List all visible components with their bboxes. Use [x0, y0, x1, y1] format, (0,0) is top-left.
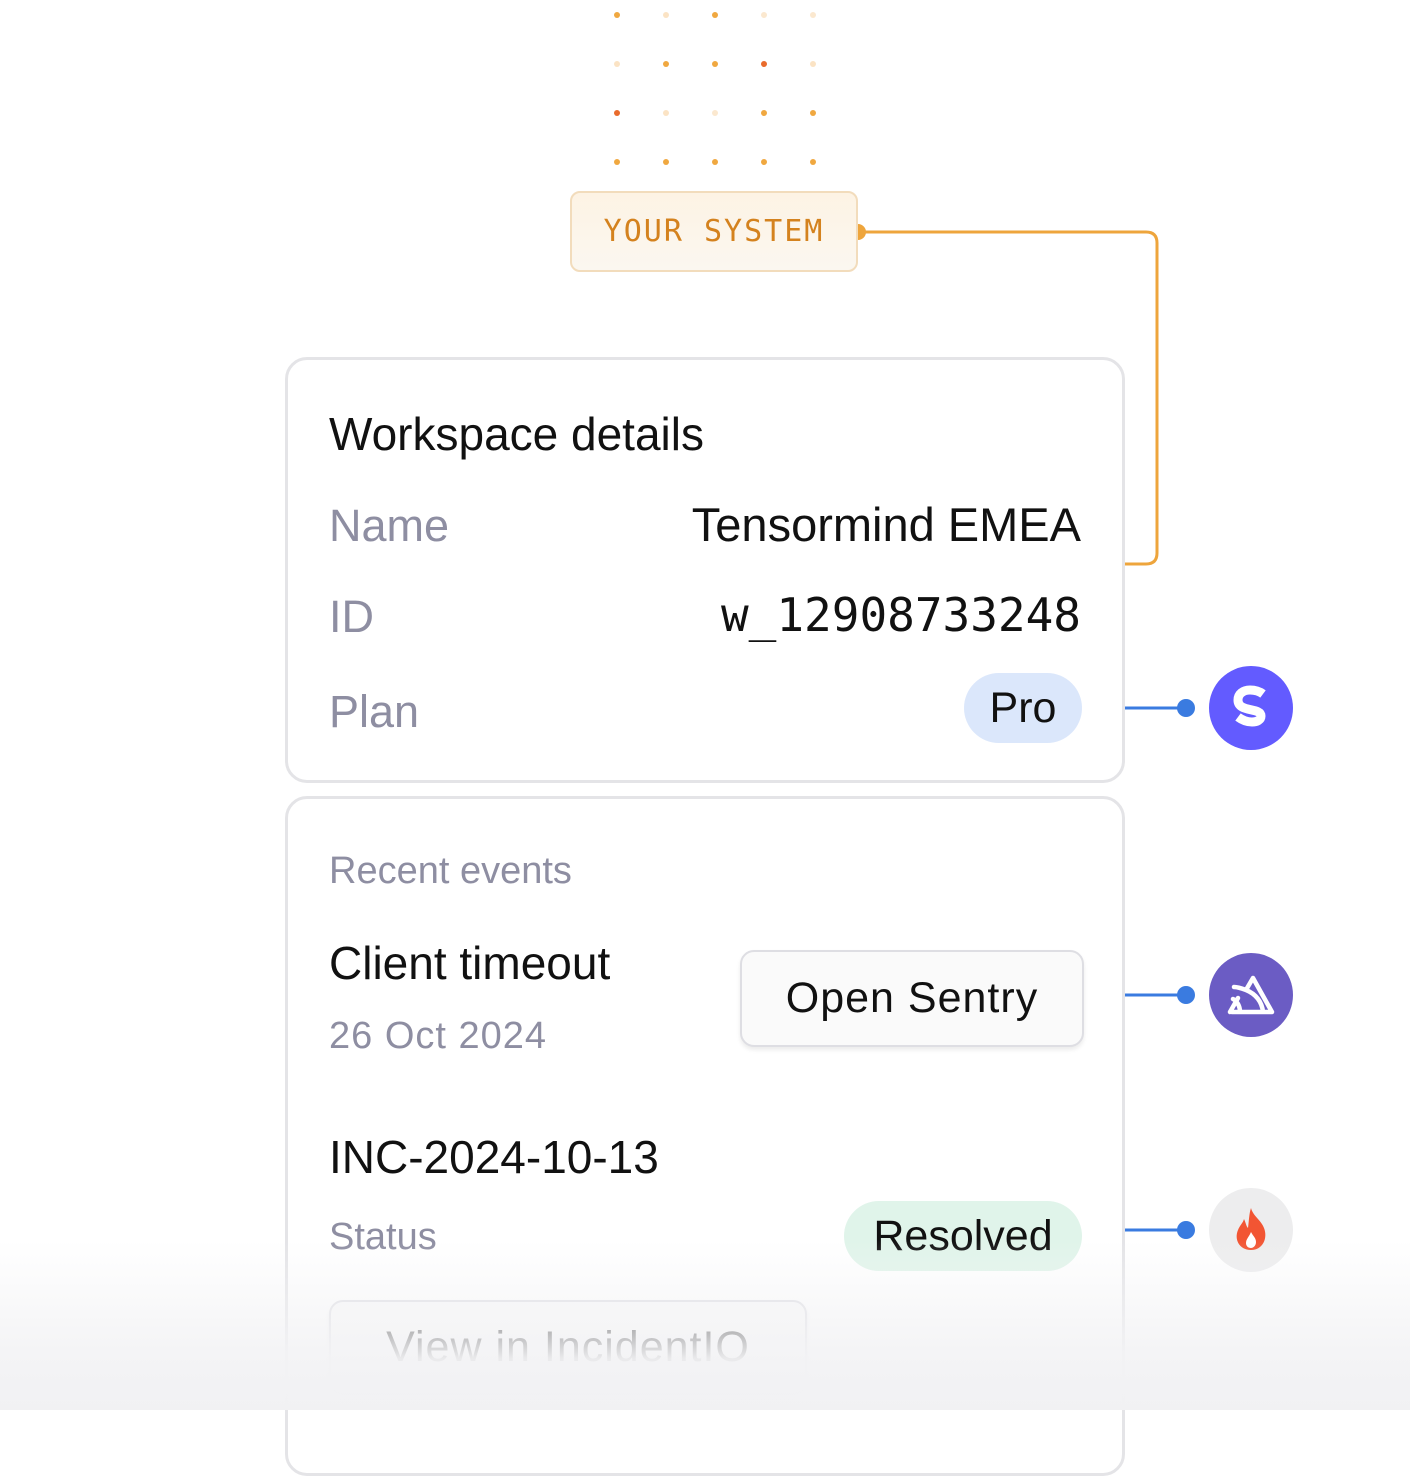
- incident-status-label: Status: [329, 1216, 437, 1258]
- incident-title: INC-2024-10-13: [329, 1131, 659, 1183]
- decorative-dot: [761, 110, 767, 116]
- decorative-dot: [761, 61, 767, 67]
- sentry-logo: [1209, 953, 1293, 1037]
- decorative-dot: [810, 12, 816, 18]
- plan-label: Plan: [329, 686, 420, 737]
- open-sentry-button[interactable]: Open Sentry: [740, 950, 1084, 1047]
- workspace-details-card: Workspace details Name Tensormind EMEA I…: [285, 357, 1125, 783]
- decorative-dot: [663, 61, 669, 67]
- view-in-incidentio-button[interactable]: View in IncidentIO: [329, 1300, 807, 1395]
- decorative-dot: [614, 159, 620, 165]
- decorative-dot: [712, 110, 718, 116]
- decorative-dot: [614, 110, 620, 116]
- decorative-dot: [761, 159, 767, 165]
- recent-events-heading: Recent events: [329, 850, 572, 892]
- decorative-dot: [712, 61, 718, 67]
- stripe-icon: [1233, 685, 1266, 727]
- decorative-dot: [712, 12, 718, 18]
- incident-connector-dot-end: [1177, 1221, 1195, 1239]
- sentry-event-date: 26 Oct 2024: [329, 1015, 548, 1057]
- incidentio-logo: [1209, 1188, 1293, 1272]
- plan-badge: Pro: [964, 673, 1082, 743]
- decorative-dot: [663, 12, 669, 18]
- your-system-label: YOUR SYSTEM: [603, 214, 825, 249]
- decorative-dot: [663, 159, 669, 165]
- name-value: Tensormind EMEA: [691, 498, 1081, 551]
- recent-events-card: Recent events Client timeout 26 Oct 2024…: [285, 796, 1125, 1476]
- decorative-dot: [761, 12, 767, 18]
- id-label: ID: [329, 591, 374, 642]
- decorative-dot: [614, 61, 620, 67]
- decorative-dot: [810, 61, 816, 67]
- decorative-dot: [663, 110, 669, 116]
- name-label: Name: [329, 500, 450, 551]
- system-connector-line: [858, 230, 1159, 566]
- decorative-dot: [614, 12, 620, 18]
- incidentio-flame-icon: [1236, 1208, 1266, 1250]
- stripe-logo: [1209, 666, 1293, 750]
- resolved-status-badge: Resolved: [844, 1201, 1082, 1271]
- sentry-event-title: Client timeout: [329, 937, 611, 989]
- your-system-chip: YOUR SYSTEM: [570, 191, 858, 272]
- decorative-dot: [810, 159, 816, 165]
- sentry-connector-dot-end: [1177, 986, 1195, 1004]
- decorative-dot: [810, 110, 816, 116]
- decorative-dot: [712, 159, 718, 165]
- plan-connector-dot-end: [1177, 699, 1195, 717]
- id-value: w_12908733248: [720, 588, 1081, 642]
- workspace-title: Workspace details: [329, 408, 704, 460]
- sentry-icon: [1227, 975, 1275, 1015]
